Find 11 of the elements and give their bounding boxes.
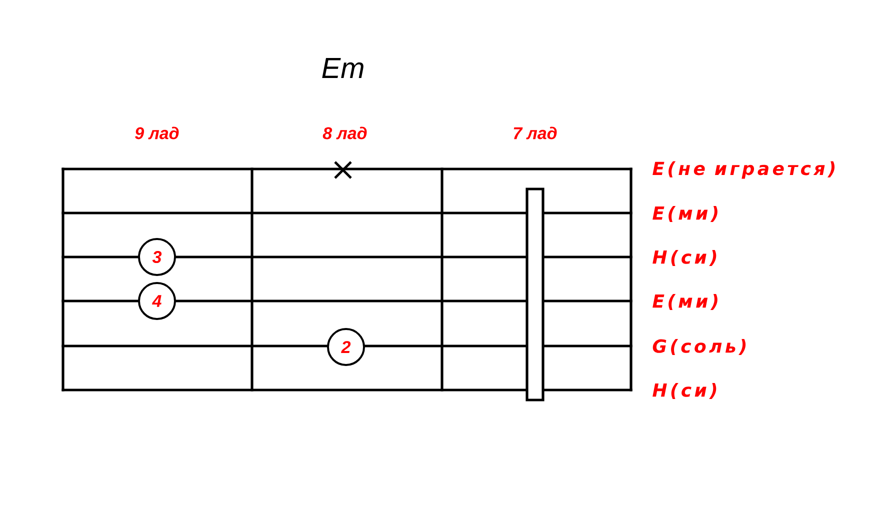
string-label: H(си) xyxy=(652,382,716,400)
fret-label: 9 лад xyxy=(135,126,179,140)
fret-label: 8 лад xyxy=(322,126,367,140)
string-label: E(не играется) xyxy=(652,161,835,179)
chord-title: Em xyxy=(322,58,364,78)
string-label: E(ми) xyxy=(652,294,718,310)
string-label: H(си) xyxy=(652,250,716,266)
string-label: E(ми) xyxy=(652,206,718,222)
barre-bar xyxy=(526,188,544,402)
string-label: G(соль) xyxy=(652,338,746,356)
fret-label: 7 лад xyxy=(514,126,557,140)
